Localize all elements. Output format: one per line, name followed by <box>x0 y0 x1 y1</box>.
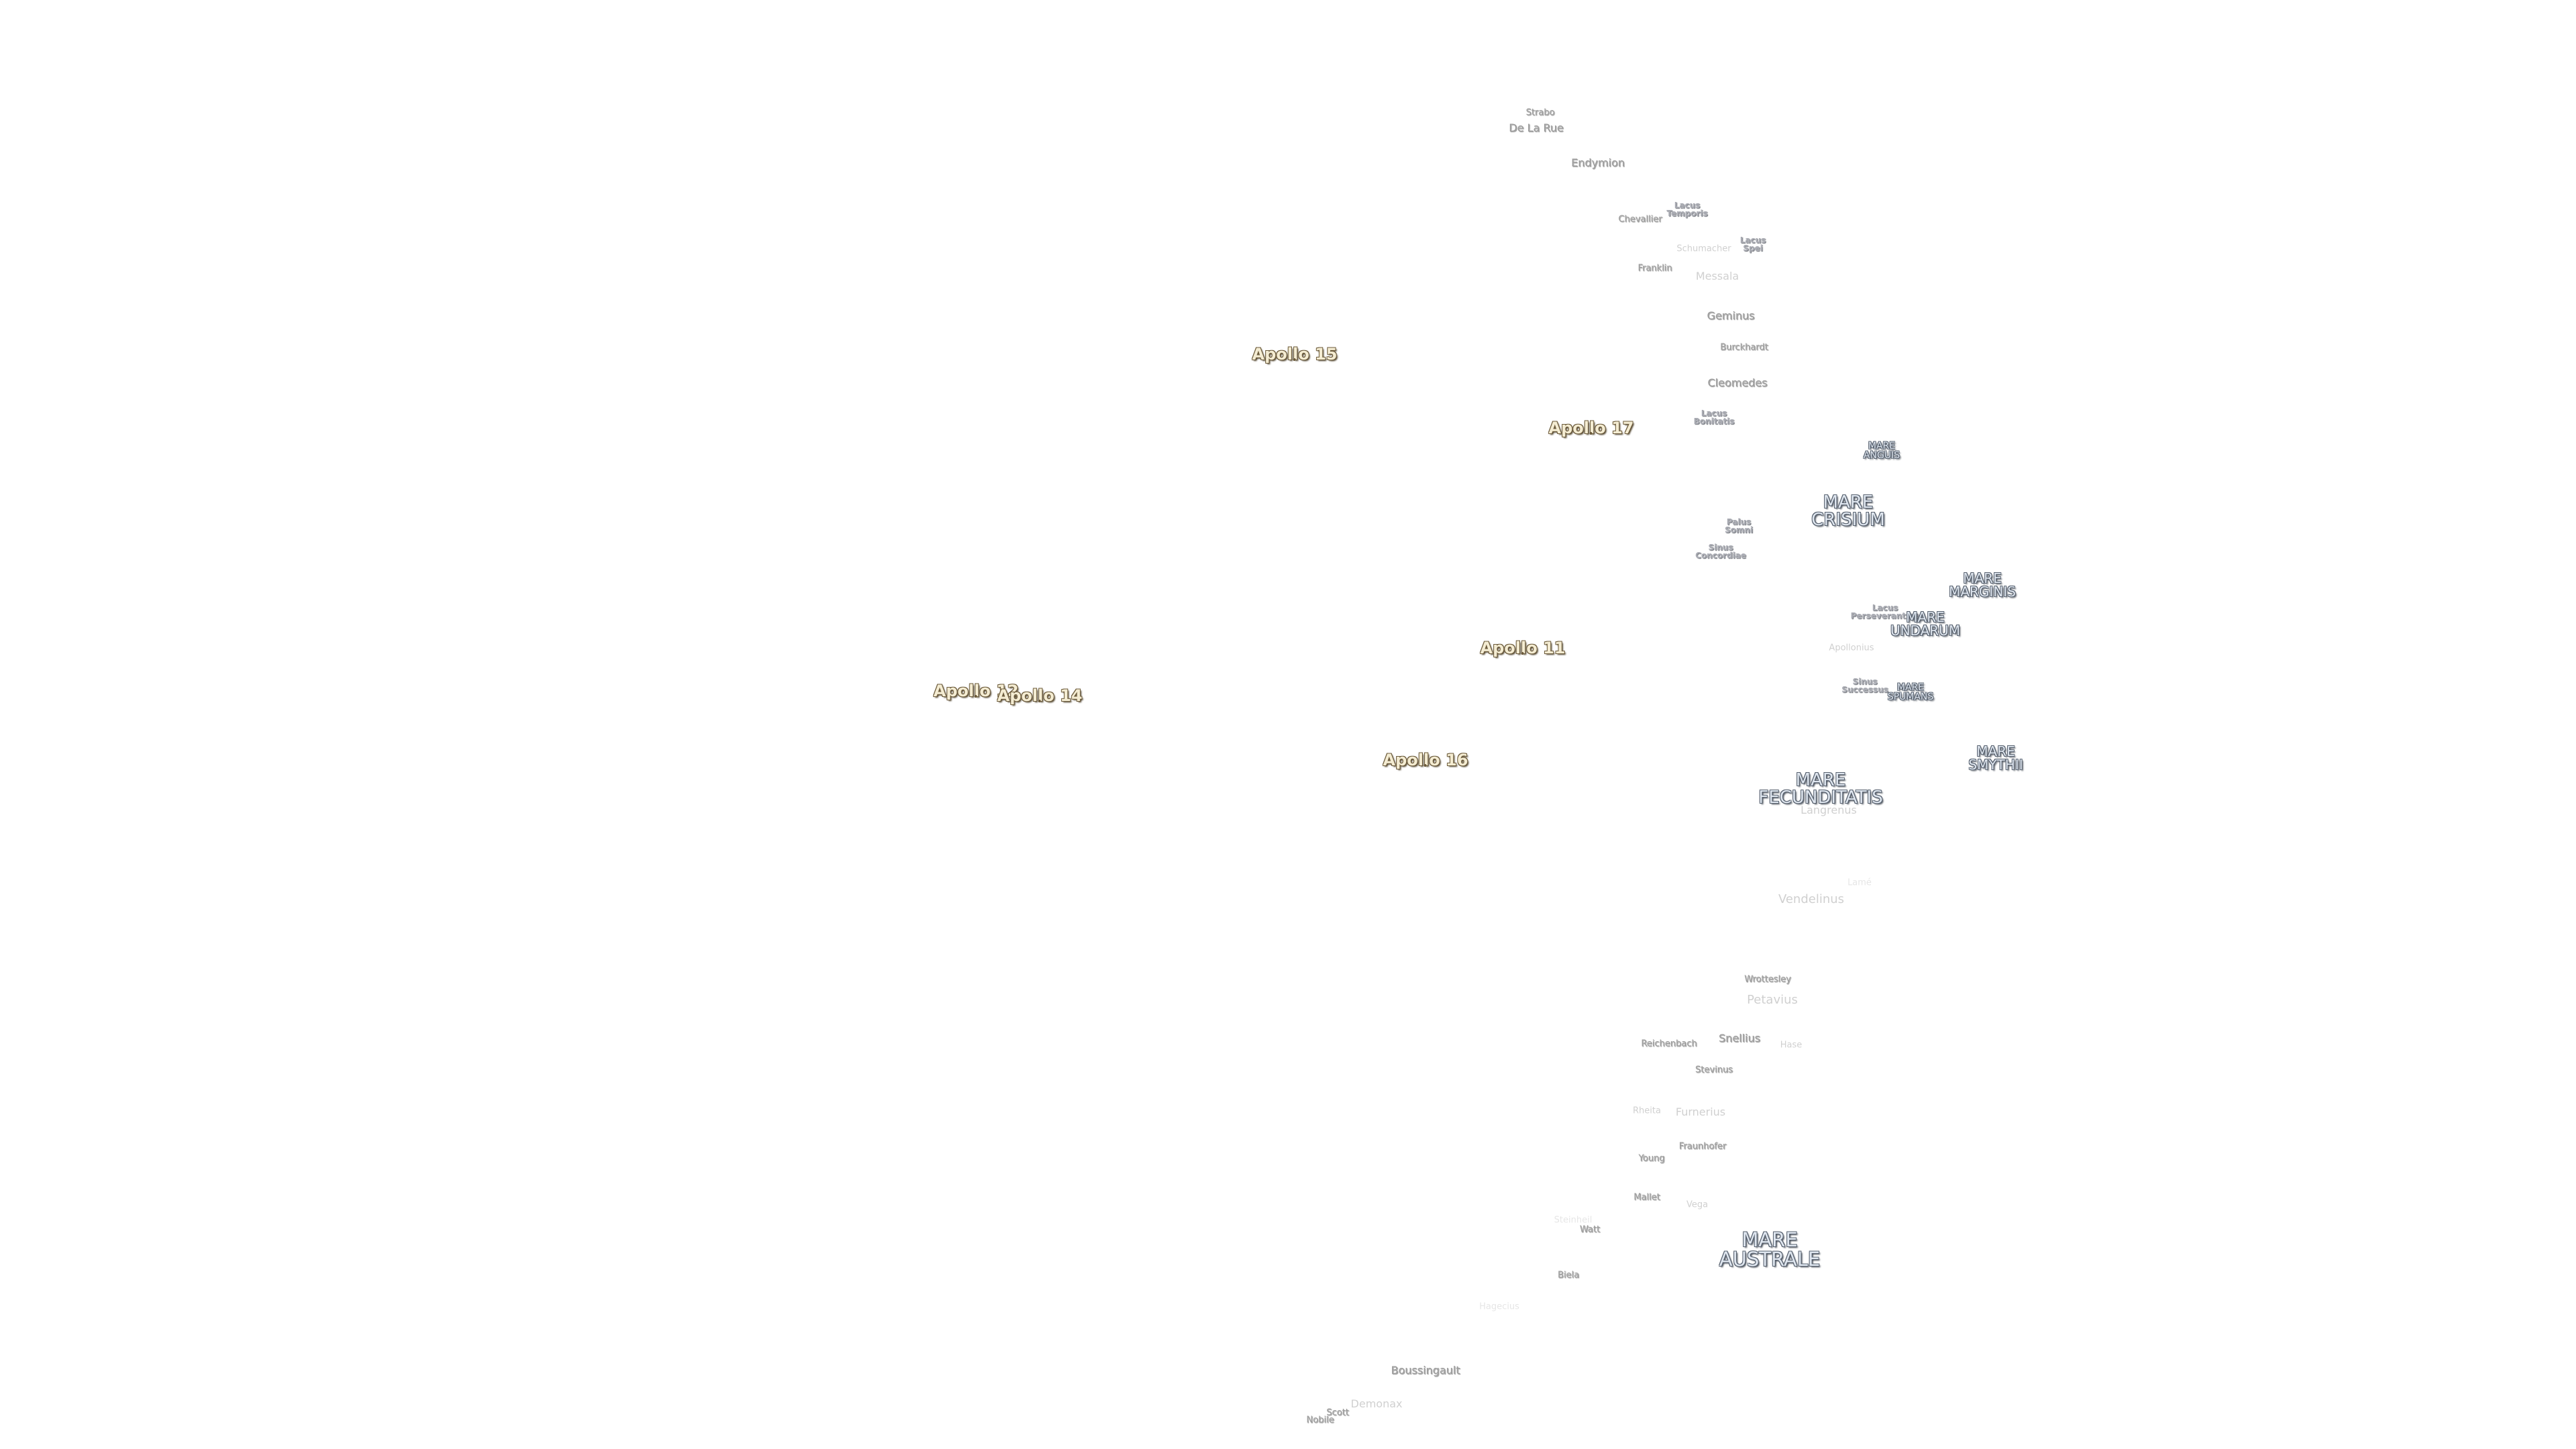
feature-label-langrenus: Langrenus <box>1801 804 1857 816</box>
feature-label-petavius: Petavius <box>1747 993 1798 1007</box>
landing-site-marker-icon <box>1521 652 1524 655</box>
landing-site-marker-icon <box>1590 432 1593 435</box>
feature-label-mare-undarum: MARE UNDARUM <box>1890 609 1961 639</box>
apollo-site-label-apollo-17: Apollo 17 <box>1548 419 1634 437</box>
apollo-site-label-apollo-11: Apollo 11 <box>1480 639 1566 657</box>
feature-label-cleomedes: Cleomedes <box>1707 376 1768 389</box>
feature-label-boussingault: Boussingault <box>1391 1364 1460 1377</box>
feature-label-mare-smythii: MARE SMYTHII <box>1968 743 2023 773</box>
feature-label-fraunhofer: Fraunhofer <box>1678 1141 1727 1152</box>
apollo-site-label-apollo-12: Apollo 12 <box>933 682 1019 700</box>
feature-label-sinus-successus: Sinus Successus <box>1841 677 1888 694</box>
feature-label-furnerius: Furnerius <box>1675 1106 1726 1118</box>
feature-label-mallet: Mallet <box>1633 1192 1660 1203</box>
feature-label-mare-marginis: MARE MARGINIS <box>1949 570 2016 600</box>
feature-label-strabo: Strabo <box>1525 107 1555 118</box>
feature-label-demonax: Demonax <box>1350 1397 1403 1410</box>
feature-label-mare-spumans: MARE SPUMANS <box>1887 682 1934 702</box>
feature-label-watt: Watt <box>1579 1224 1601 1235</box>
apollo-site-label-apollo-14: Apollo 14 <box>997 686 1083 705</box>
feature-label-lacus-bonitatis: Lacus Bonitatis <box>1693 409 1735 426</box>
feature-label-reichenbach: Reichenbach <box>1641 1038 1697 1049</box>
feature-label-burckhardt: Burckhardt <box>1720 342 1768 353</box>
feature-label-sinus-concordiae: Sinus Concordiae <box>1695 543 1746 560</box>
feature-label-stevinus: Stevinus <box>1695 1065 1733 1075</box>
feature-label-geminus: Geminus <box>1707 309 1755 322</box>
feature-label-apollonius: Apollonius <box>1829 643 1874 653</box>
feature-label-chevallier: Chevallier <box>1618 214 1662 225</box>
feature-label-palus-somni: Palus Somni <box>1724 517 1754 535</box>
feature-label-mare-crisium: MARE CRISIUM <box>1811 492 1885 530</box>
feature-label-hagecius: Hagecius <box>1479 1301 1519 1312</box>
feature-label-vega: Vega <box>1686 1199 1709 1210</box>
feature-label-wrottesley: Wrottesley <box>1744 974 1791 985</box>
feature-label-lacus-temporis: Lacus Temporis <box>1666 201 1708 218</box>
feature-label-mare-fecunditatis: MARE FECUNDITATIS <box>1758 770 1883 808</box>
apollo-site-label-apollo-15: Apollo 15 <box>1252 345 1338 364</box>
landing-site-marker-icon <box>975 695 977 698</box>
feature-label-steinheil: Steinheil <box>1554 1215 1593 1226</box>
feature-label-scott: Scott <box>1326 1407 1349 1418</box>
feature-label-de-la-rue: De La Rue <box>1509 121 1564 134</box>
feature-label-endymion: Endymion <box>1571 156 1625 169</box>
feature-label-messala: Messala <box>1695 270 1739 282</box>
feature-label-hase: Hase <box>1780 1040 1803 1051</box>
feature-label-snellius: Snellius <box>1719 1032 1760 1044</box>
feature-label-schumacher: Schumacher <box>1676 244 1731 254</box>
landing-site-marker-icon <box>1038 700 1041 702</box>
feature-label-mare-anguis: MARE ANGUIS <box>1863 441 1900 461</box>
feature-label-young: Young <box>1638 1153 1665 1164</box>
feature-label-franklin: Franklin <box>1638 263 1672 274</box>
feature-label-rheita: Rheita <box>1633 1106 1661 1116</box>
landing-site-marker-icon <box>1424 764 1427 767</box>
feature-label-lacus-perseverantiae: Lacus Perseverantiae <box>1850 603 1920 621</box>
feature-label-lacus-spei: Lacus Spei <box>1739 235 1766 253</box>
feature-label-mare-australe: MARE AUSTRALE <box>1719 1228 1821 1271</box>
apollo-site-label-apollo-16: Apollo 16 <box>1383 751 1468 769</box>
feature-label-nobile: Nobile <box>1306 1415 1334 1426</box>
feature-label-vendelinus: Vendelinus <box>1778 892 1845 906</box>
feature-label-lam: Lamé <box>1847 877 1872 888</box>
landing-site-marker-icon <box>1293 358 1296 361</box>
feature-label-biela: Biela <box>1557 1270 1580 1281</box>
